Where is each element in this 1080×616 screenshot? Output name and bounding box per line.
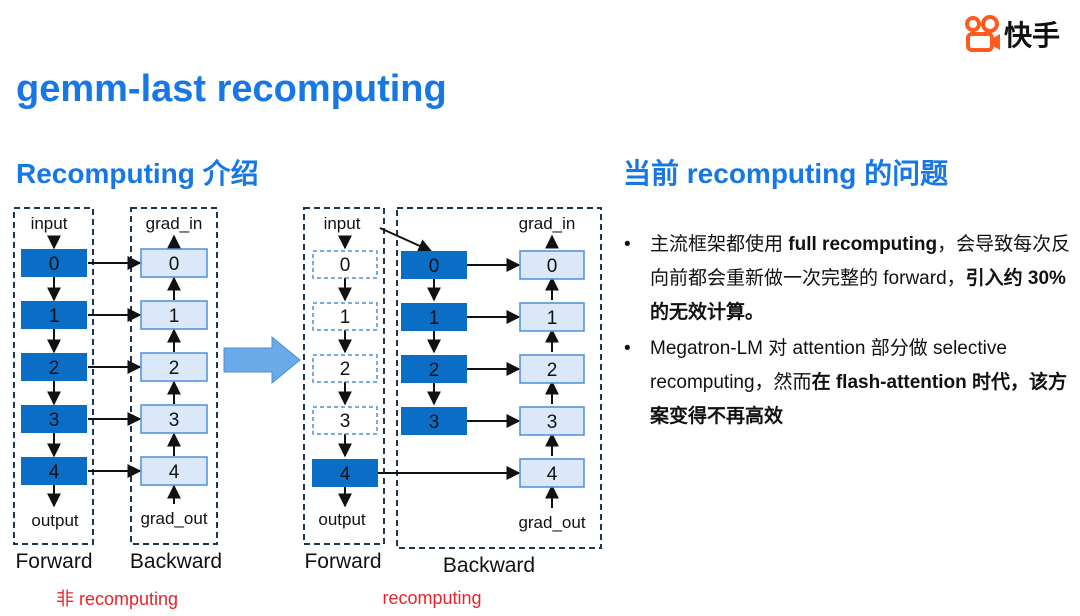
recomputed-layer-2: 2 — [401, 355, 467, 383]
layer-label: 3 — [429, 412, 440, 433]
kept-layer-4: 4 — [312, 459, 378, 487]
right-section-heading: 当前 recomputing 的问题 — [623, 158, 949, 189]
backward-label: Backward — [443, 554, 535, 577]
grad-out-label: grad_out — [518, 513, 585, 532]
forward-label: Forward — [15, 550, 92, 573]
backward-layer-1: 1 — [519, 302, 585, 332]
forward-layer-3: 3 — [21, 405, 87, 433]
grad-in-label: grad_in — [519, 214, 576, 233]
layer-label: 2 — [49, 358, 60, 379]
layer-label: 4 — [169, 462, 180, 483]
problem-bullets: 主流框架都使用 full recomputing，会导致每次反向前都会重新做一次… — [622, 228, 1072, 436]
layer-label: 4 — [49, 462, 60, 483]
layer-label: 2 — [169, 358, 180, 379]
input-label: input — [31, 214, 68, 233]
layer-label: 0 — [547, 256, 558, 277]
layer-label: 3 — [547, 412, 558, 433]
layer-label: 2 — [429, 360, 440, 381]
forward-label: Forward — [304, 550, 381, 573]
bullet-item: 主流框架都使用 full recomputing，会导致每次反向前都会重新做一次… — [622, 228, 1072, 330]
backward-label: Backward — [130, 550, 222, 573]
layer-label: 4 — [547, 464, 558, 485]
backward-layer-2: 2 — [140, 352, 208, 382]
kuaishou-logo-icon — [965, 15, 1000, 52]
recompute-forward-group-box — [303, 207, 385, 545]
layer-label: 0 — [49, 254, 60, 275]
layer-label: 1 — [547, 308, 558, 329]
backward-layer-3: 3 — [140, 404, 208, 434]
backward-layer-1: 1 — [140, 300, 208, 330]
backward-layer-4: 4 — [140, 456, 208, 486]
grad-in-label: grad_in — [146, 214, 203, 233]
recompute-backward-group-box — [396, 207, 602, 549]
layer-label: 4 — [340, 464, 351, 485]
discarded-layer-0: 0 — [312, 250, 378, 279]
recomputing-diagram: input grad_in output grad_out 0 1 2 3 4 … — [13, 207, 602, 609]
layer-label: 0 — [340, 255, 351, 276]
output-label: output — [31, 511, 79, 530]
layer-label: 2 — [340, 359, 351, 380]
non-recompute-caption: 非 recomputing — [56, 589, 178, 609]
discarded-layer-3: 3 — [312, 406, 378, 435]
left-section-heading: Recomputing 介绍 — [16, 158, 259, 189]
recomputed-layer-3: 3 — [401, 407, 467, 435]
layer-label: 3 — [340, 411, 351, 432]
forward-layer-2: 2 — [21, 353, 87, 381]
backward-layer-2: 2 — [519, 354, 585, 384]
bullet-item: Megatron-LM 对 attention 部分做 selective re… — [622, 332, 1072, 434]
input-label: input — [324, 214, 361, 233]
forward-layer-0: 0 — [21, 249, 87, 277]
layer-label: 0 — [169, 254, 180, 275]
discarded-layer-2: 2 — [312, 354, 378, 383]
brand-name: 快手 — [1004, 20, 1061, 51]
layer-label: 3 — [49, 410, 60, 431]
forward-group-box — [13, 207, 94, 545]
recomputed-layer-1: 1 — [401, 303, 467, 331]
backward-layer-0: 0 — [519, 250, 585, 280]
recompute-caption: recomputing — [382, 588, 481, 608]
layer-label: 0 — [429, 256, 440, 277]
layer-label: 1 — [429, 308, 440, 329]
grad-out-label: grad_out — [140, 509, 207, 528]
backward-layer-3: 3 — [519, 406, 585, 436]
backward-layer-4: 4 — [519, 458, 585, 488]
forward-layer-1: 1 — [21, 301, 87, 329]
layer-label: 1 — [169, 306, 180, 327]
discarded-layer-1: 1 — [312, 302, 378, 331]
layer-label: 2 — [547, 360, 558, 381]
backward-layer-0: 0 — [140, 248, 208, 278]
layer-label: 1 — [340, 307, 351, 328]
transition-arrow-icon — [223, 335, 301, 385]
layer-label: 3 — [169, 410, 180, 431]
recomputed-layer-0: 0 — [401, 251, 467, 279]
slide-title: gemm-last recomputing — [16, 68, 447, 110]
forward-layer-4: 4 — [21, 457, 87, 485]
backward-group-box — [130, 207, 218, 545]
output-label: output — [318, 510, 366, 529]
layer-label: 1 — [49, 306, 60, 327]
